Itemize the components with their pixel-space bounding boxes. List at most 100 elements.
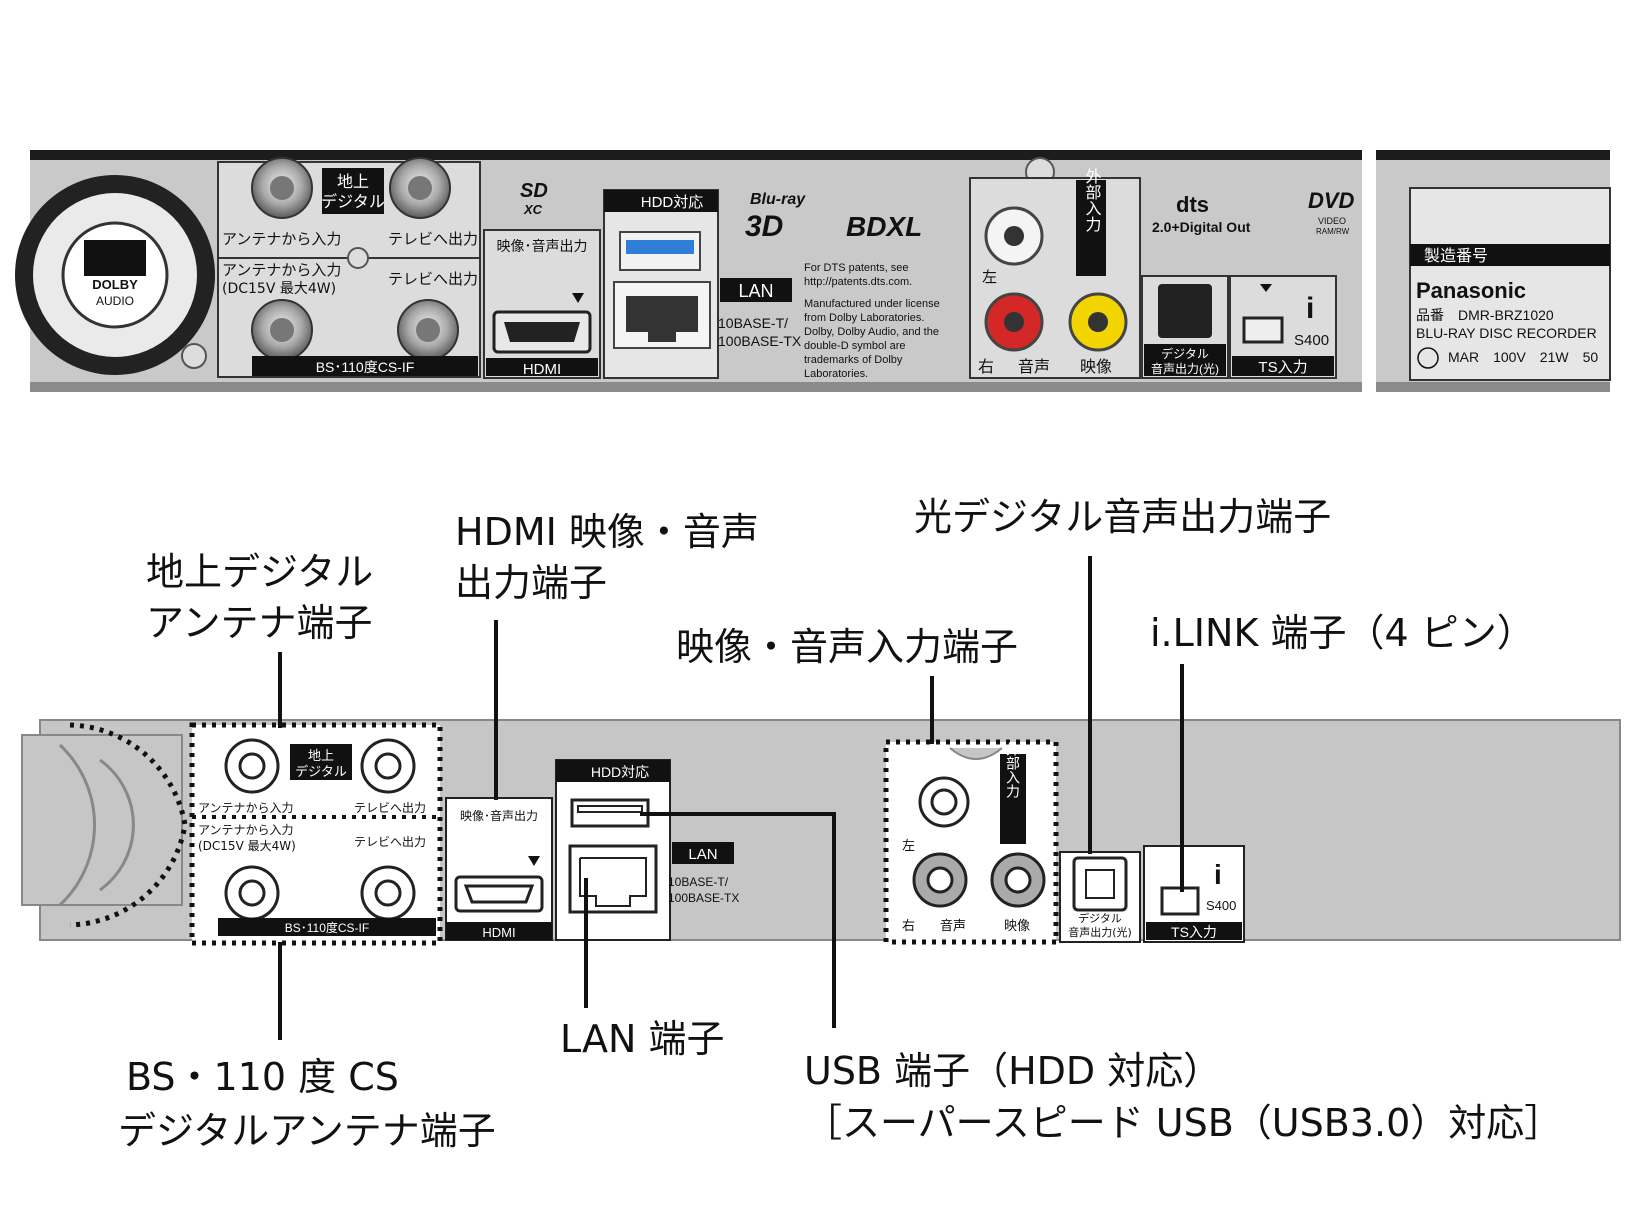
lan-spec-1: 10BASE-T/	[718, 315, 788, 331]
power-label: MAR 100V 21W 50	[1448, 349, 1598, 365]
serial-label: 製造番号	[1424, 247, 1488, 265]
leader-usb	[640, 812, 836, 1028]
label-plate	[1409, 187, 1611, 381]
panel-gap	[1362, 148, 1376, 396]
lan-label: LAN	[738, 281, 773, 301]
dc-note-label: (DC15V 最大4W)	[222, 281, 336, 297]
model-label: 品番 DMR-BRZ1020	[1416, 307, 1554, 323]
drawing-optical-1: デジタル	[1078, 911, 1122, 925]
terrestrial-tag-1: 地上	[337, 173, 369, 191]
drawing-av-out: 映像･音声出力	[460, 808, 538, 823]
tv-out-label: テレビへ出力	[388, 230, 478, 248]
brand-label: Panasonic	[1416, 278, 1526, 303]
caption-bs-1: BS・110 度 CS	[126, 1055, 399, 1099]
hdmi-label: HDMI	[523, 361, 561, 378]
bs-tv-out-connector[interactable]	[397, 299, 459, 361]
av-out-label: 映像･音声出力	[497, 238, 588, 255]
av-input-area-highlight	[883, 739, 1059, 945]
caption-hdmi-1: HDMI 映像・音声	[455, 510, 759, 554]
rear-panel-photo: DOLBY AUDIO 地上 デジタル アンテナから入力 テレビへ出力 アンテナ…	[15, 148, 1611, 396]
caption-lan: LAN 端子	[560, 1017, 725, 1061]
dvd-sub-1: VIDEO	[1318, 216, 1346, 226]
ts-in-label: TS入力	[1258, 359, 1307, 376]
drawing-optical-port	[1072, 856, 1128, 912]
screw-icon	[347, 247, 369, 269]
dolby-audio-text: AUDIO	[96, 294, 134, 308]
drawing-left-label: 左	[902, 839, 915, 854]
dts-note-2: http://patents.dts.com.	[804, 276, 912, 288]
drawing-rca-right	[912, 852, 968, 908]
screw-icon	[181, 343, 207, 369]
drawing-antenna-in: アンテナから入力	[198, 801, 294, 815]
drawing-lan-port	[568, 844, 658, 914]
optical-port-photo[interactable]	[1158, 284, 1212, 338]
terrestrial-tv-out-connector[interactable]	[389, 157, 451, 219]
hdmi-port-photo[interactable]	[492, 310, 592, 354]
dolby-note-5: trademarks of Dolby	[804, 354, 903, 366]
ilink-port-photo[interactable]	[1242, 316, 1284, 344]
panel-bottom-edge	[30, 382, 1610, 392]
caption-usb-2: ［スーパースピード USB（USB3.0）対応］	[804, 1101, 1562, 1145]
rca-left-audio-photo[interactable]	[984, 206, 1044, 266]
sd-logo: SD	[520, 180, 548, 202]
drawing-lan-spec-1: 10BASE-T/	[668, 875, 729, 889]
dts-note-1: For DTS patents, see	[804, 262, 909, 274]
drawing-hdmi-label: HDMI	[482, 925, 515, 940]
caption-terrestrial-1: 地上デジタル	[146, 550, 373, 594]
drawing-ilink-icon: i	[1214, 859, 1222, 890]
drawing-hdmi-panel	[445, 797, 553, 941]
bluray-logo: Blu-ray	[750, 191, 806, 208]
tv-out-label-2: テレビへ出力	[388, 270, 478, 288]
leader-lines	[278, 556, 1184, 1040]
right-label: 右	[978, 357, 994, 376]
drawing-bs-in	[224, 865, 280, 921]
drawing-video-label: 映像	[1004, 919, 1030, 934]
bs-antenna-in-connector[interactable]	[251, 299, 313, 361]
drawing-terrestrial-in	[224, 738, 280, 794]
drawing-external-input: 外部入力	[1005, 742, 1021, 799]
dolby-note-2: from Dolby Laboratories.	[804, 312, 924, 324]
caption-usb-1: USB 端子（HDD 対応）	[804, 1049, 1221, 1093]
drawing-terrestrial-tag-1: 地上	[308, 748, 334, 763]
drawing-optical-2: 音声出力(光)	[1068, 925, 1132, 939]
3d-logo: 3D	[745, 210, 783, 243]
sdxc-logo: XC	[523, 202, 543, 217]
terrestrial-tag-2: デジタル	[321, 192, 385, 211]
lan-port-photo[interactable]	[613, 281, 711, 349]
drawing-dc-note: (DC15V 最大4W)	[198, 839, 296, 853]
caption-optical: 光デジタル音声出力端子	[914, 495, 1331, 539]
caption-av-in: 映像・音声入力端子	[676, 625, 1018, 669]
rca-video-photo[interactable]	[1068, 292, 1128, 352]
callout-captions: 地上デジタル アンテナ端子 HDMI 映像・音声 出力端子 映像・音声入力端子 …	[118, 495, 1562, 1153]
cooling-fan: DOLBY AUDIO	[15, 175, 215, 375]
dts-logo: dts	[1176, 192, 1209, 217]
rca-right-audio-photo[interactable]	[984, 292, 1044, 352]
video-label: 映像	[1080, 357, 1112, 376]
drawing-tv-out: テレビへ出力	[354, 801, 426, 815]
ilink-icon: i	[1306, 292, 1314, 325]
hdd-support-label: HDD対応	[641, 194, 704, 211]
drawing-terrestrial-out	[360, 738, 416, 794]
drawing-bs-out	[360, 865, 416, 921]
dolby-note-6: Laboratories.	[804, 368, 868, 380]
dvd-sub-2: RAM/RW	[1316, 227, 1350, 236]
left-label: 左	[982, 268, 997, 286]
dolby-note-1: Manufactured under license	[804, 298, 940, 310]
drawing-antenna-in-2: アンテナから入力	[198, 823, 294, 837]
pse-icon	[1417, 347, 1439, 369]
antenna-in-dc-label: アンテナから入力	[222, 261, 341, 279]
dolby-note-4: double-D symbol are	[804, 340, 906, 352]
drawing-tv-out-2: テレビへ出力	[354, 835, 426, 849]
dvd-logo: DVD	[1308, 188, 1355, 213]
drawing-lan-label: LAN	[688, 846, 717, 863]
bs-cs-if-label: BS･110度CS-IF	[316, 359, 415, 375]
external-input-label: 外部入力	[1083, 168, 1102, 233]
caption-ilink: i.LINK 端子（4 ピン）	[1150, 611, 1535, 655]
terrestrial-antenna-in-connector[interactable]	[251, 157, 313, 219]
caption-bs-2: デジタルアンテナ端子	[118, 1109, 496, 1153]
usb-port-photo[interactable]	[619, 231, 701, 271]
recorder-label: BLU-RAY DISC RECORDER	[1416, 325, 1597, 341]
optical-label-1: デジタル	[1161, 346, 1209, 361]
drawing-audio-label: 音声	[940, 918, 966, 934]
